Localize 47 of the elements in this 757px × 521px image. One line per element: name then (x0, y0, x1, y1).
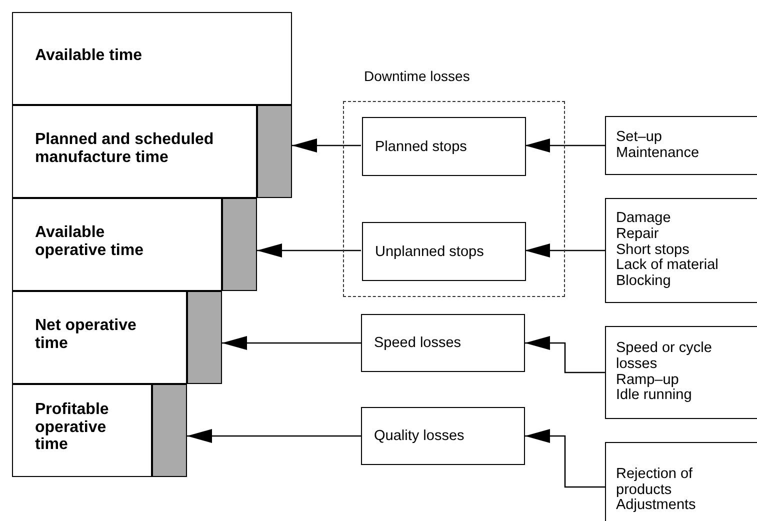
arrow (187, 429, 361, 443)
arrow (222, 336, 361, 350)
stage-box (12, 12, 292, 105)
stage-label: Net operative time (35, 316, 138, 352)
cause-box (605, 442, 757, 521)
loss-box (362, 222, 526, 281)
cause-item: Ramp–up (616, 372, 680, 388)
cause-item: Speed or cycle losses (616, 340, 713, 372)
loss-bar (187, 291, 222, 384)
arrow (525, 138, 605, 152)
cause-box (605, 116, 757, 175)
cause-item: Idle running (616, 388, 693, 404)
stage-label: Profitable operative time (35, 400, 110, 454)
loss-label: Quality losses (374, 428, 464, 444)
stage-label: Available time (35, 46, 142, 64)
loss-label: Unplanned stops (375, 244, 484, 260)
stage-label: Planned and scheduled manufacture time (35, 130, 215, 166)
loss-box (362, 117, 526, 176)
stage-box (12, 198, 222, 291)
stage-box (12, 291, 187, 384)
cause-item: Adjustments (616, 498, 697, 514)
cause-box (605, 198, 757, 303)
loss-bar (257, 105, 292, 198)
loss-bar (152, 384, 187, 477)
arrow (292, 138, 361, 152)
cause-item: Lack of material (616, 258, 720, 274)
cause-item: Blocking (616, 274, 672, 290)
arrow (525, 429, 605, 488)
group-title: Downtime losses (364, 68, 470, 84)
loss-box (361, 314, 525, 372)
loss-label: Planned stops (375, 138, 467, 154)
cause-item: Set–up (616, 130, 663, 146)
loss-label: Speed losses (374, 335, 462, 351)
cause-box (605, 326, 757, 419)
loss-bar (222, 198, 257, 291)
cause-item: Rejection of products (616, 466, 694, 498)
cause-item: Damage (616, 210, 672, 227)
cause-item: Short stops (616, 242, 690, 258)
arrow (525, 336, 605, 374)
stage-box (12, 384, 152, 477)
stage-box (12, 105, 257, 198)
cause-item: Maintenance (616, 146, 700, 162)
cause-item: Repair (616, 226, 660, 243)
arrow (525, 244, 605, 258)
stage-label: Available operative time (35, 224, 144, 260)
arrow (257, 244, 361, 258)
loss-box (361, 407, 525, 465)
